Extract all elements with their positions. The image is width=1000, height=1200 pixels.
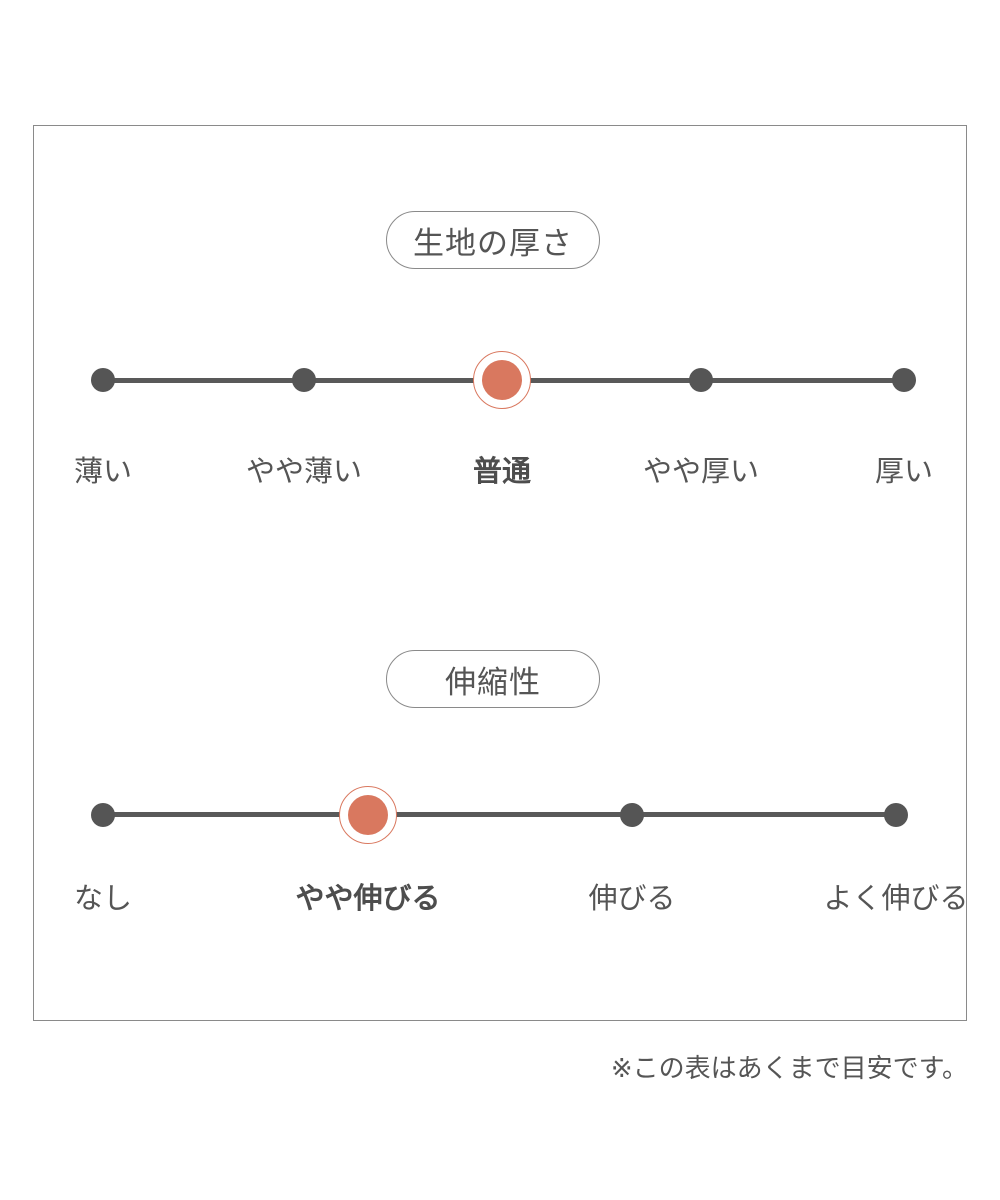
disclaimer-note: ※この表はあくまで目安です。 — [610, 1054, 968, 1084]
thickness-level-label: 普通 — [472, 454, 532, 488]
thickness-scale-dot — [91, 368, 115, 392]
thickness-scale-dot — [689, 368, 713, 392]
stretch-level-label: やや伸びる — [295, 881, 441, 915]
stretch-scale-dot — [620, 803, 644, 827]
thickness-scale-dot — [892, 368, 916, 392]
thickness-level-label: 厚い — [874, 454, 934, 488]
stretch-track — [103, 812, 896, 817]
stretch-scale-dot — [91, 803, 115, 827]
thickness-title: 生地の厚さ — [386, 211, 600, 269]
chart-frame — [33, 125, 967, 1021]
thickness-scale-dot — [292, 368, 316, 392]
thickness-level-label: やや薄い — [245, 454, 363, 488]
stretch-selected-marker — [339, 786, 397, 844]
stretch-selected-marker-fill — [348, 795, 388, 835]
stretch-level-label: よく伸びる — [823, 881, 969, 915]
thickness-selected-marker — [473, 351, 531, 409]
thickness-title-text: 生地の厚さ — [413, 225, 573, 262]
stretch-title: 伸縮性 — [386, 650, 600, 708]
stretch-level-label: なし — [73, 881, 133, 915]
thickness-selected-marker-fill — [482, 360, 522, 400]
stretch-scale-dot — [884, 803, 908, 827]
stretch-level-label: 伸びる — [588, 881, 676, 915]
thickness-level-label: 薄い — [73, 454, 133, 488]
thickness-level-label: やや厚い — [642, 454, 760, 488]
stretch-title-text: 伸縮性 — [445, 664, 541, 701]
